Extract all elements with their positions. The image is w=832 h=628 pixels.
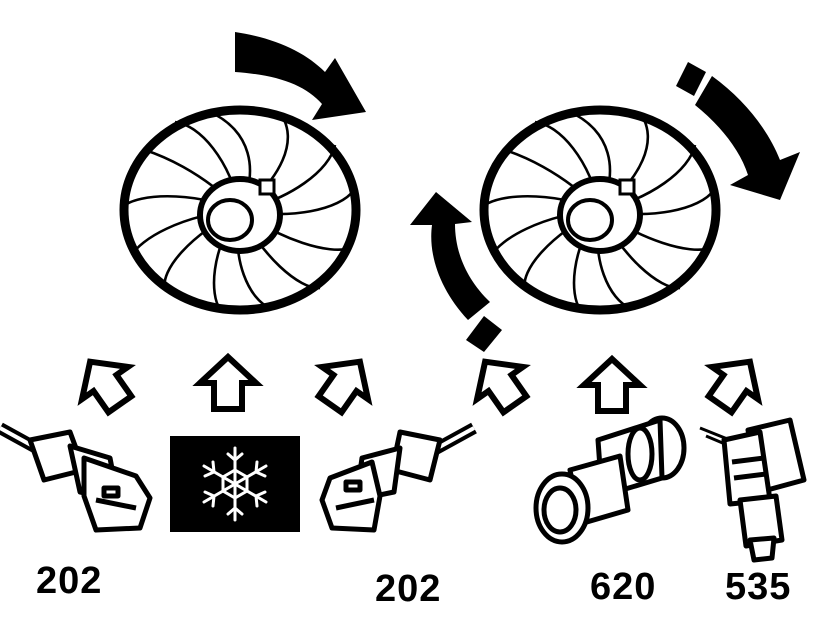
- cooling-fan-left-icon: [124, 110, 356, 310]
- temperature-sensor-middle-icon: [319, 422, 477, 533]
- connector-sensor-icon: [699, 417, 807, 563]
- up-arrow-icon: [584, 359, 640, 411]
- rotation-arrow-left-icon: [235, 32, 366, 120]
- part-number-label: 202: [375, 568, 442, 610]
- snowflake-icon: [170, 436, 300, 532]
- temperature-sensor-left-icon: [0, 422, 153, 533]
- up-arrow-icon: [307, 346, 383, 421]
- part-number-label: 620: [590, 566, 657, 608]
- part-number-label: 202: [36, 560, 103, 602]
- pressure-switch-icon: [533, 415, 687, 545]
- up-arrow-icon: [67, 346, 143, 421]
- up-arrow-icon: [697, 346, 773, 421]
- part-number-label: 535: [725, 566, 792, 608]
- cooling-fan-right-icon: [484, 110, 716, 310]
- up-arrow-icon: [462, 346, 538, 421]
- up-arrow-icon: [200, 357, 256, 409]
- rotation-arrow-center-icon: [410, 192, 502, 352]
- rotation-arrow-right-icon: [676, 62, 800, 200]
